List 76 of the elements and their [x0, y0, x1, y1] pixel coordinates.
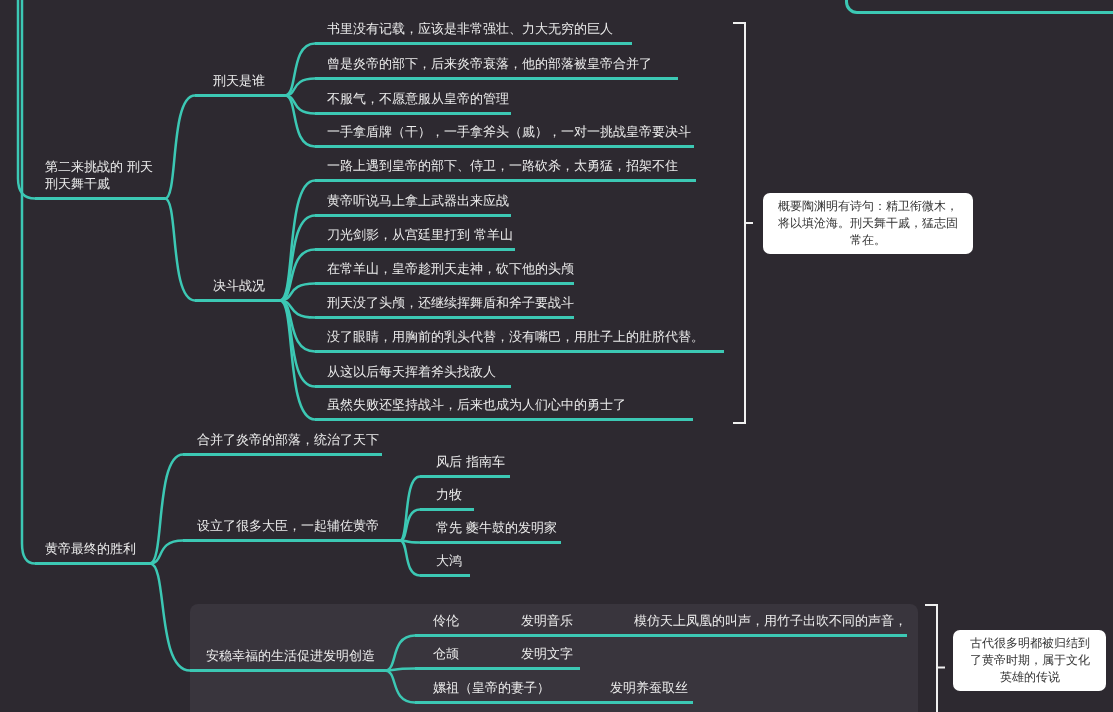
topic-label: 模仿天上凤凰的叫声，用竹子出吹不同的声音， — [634, 612, 907, 629]
topic-branch — [420, 456, 510, 478]
topic-branch — [315, 331, 724, 353]
branch-line — [284, 77, 316, 97]
topic-label: 嫘祖（皇帝的妻子） — [433, 679, 550, 696]
branch-line — [399, 508, 421, 542]
topic-label: 黄帝听说马上拿上武器出来应战 — [327, 192, 509, 209]
topic-label: 没了眼睛，用胸前的乳头代替，没有嘴巴，用肚子上的肚脐代替。 — [327, 328, 704, 345]
topic-label: 刑天没了头颅，还继续挥舞盾和斧子要战斗 — [327, 294, 574, 311]
topic-label: 曾是炎帝的部下，后来炎帝衰落，他的部落被皇帝合并了 — [327, 55, 652, 72]
topic-label: 刑天是谁 — [213, 72, 265, 89]
summary-note: 概要陶渊明有诗句：精卫衔微木，将以填沧海。刑天舞干戚，猛志固常在。 — [763, 193, 973, 254]
topic-label: 仓颉 — [433, 645, 459, 662]
topic-branch — [183, 520, 400, 542]
branch-line — [149, 562, 191, 672]
topic-label: 发明文字 — [521, 645, 573, 662]
topic-branch — [315, 366, 511, 388]
topic-branch — [420, 555, 470, 577]
topic-branch — [315, 23, 632, 45]
branch-line — [399, 539, 421, 577]
topic-label: 书里没有记载，应该是非常强壮、力大无穷的巨人 — [327, 20, 613, 37]
topic-label: 刀光剑影，从宫廷里打到 常羊山 — [327, 226, 513, 243]
topic-label: 黄帝最终的胜利 — [45, 540, 136, 557]
topic-branch — [190, 650, 385, 672]
topic-label: 大鸿 — [436, 552, 462, 569]
topic-label: 决斗战况 — [213, 277, 265, 294]
topic-branch — [415, 682, 693, 704]
topic-label: 力牧 — [436, 486, 462, 503]
topic-branch — [315, 263, 574, 285]
branch-line — [279, 299, 316, 421]
topic-label: 安稳幸福的生活促进发明创造 — [206, 647, 375, 664]
topic-label: 一手拿盾牌（干），一手拿斧头（戚），一对一挑战皇帝要决斗 — [327, 123, 691, 140]
topic-branch — [415, 615, 907, 637]
topic-label: 不服气，不愿意服从皇帝的管理 — [327, 90, 509, 107]
topic-label: 设立了很多大臣，一起辅佐黄帝 — [197, 517, 379, 534]
topic-branch — [315, 195, 511, 217]
topic-branch — [315, 58, 678, 80]
branch-line — [284, 94, 316, 115]
branch-line — [149, 453, 184, 565]
branch-line — [16, 0, 36, 200]
topic-branch — [315, 160, 696, 182]
topic-label: 发明音乐 — [521, 612, 573, 629]
topic-branch — [315, 229, 515, 251]
topic-label: 常先 夔牛鼓的发明家 — [436, 519, 557, 536]
branch-line — [284, 42, 316, 97]
branch-line — [164, 197, 196, 302]
topic-branch — [35, 158, 165, 200]
topic-branch — [315, 126, 694, 148]
topic-label: 在常羊山，皇帝趁刑天走神，砍下他的头颅 — [327, 260, 574, 277]
topic-label: 发明养蚕取丝 — [610, 679, 688, 696]
topic-branch — [195, 75, 285, 97]
topic-label: 一路上遇到皇帝的部下、侍卫，一路砍杀，太勇猛，招架不住 — [327, 157, 678, 174]
topic-branch — [315, 93, 511, 115]
group-panel — [190, 604, 918, 712]
branch-line — [279, 248, 316, 302]
topic-branch — [35, 543, 150, 565]
topic-label: 从这以后每天挥着斧头找敌人 — [327, 363, 496, 380]
branch-line — [149, 539, 184, 565]
topic-label: 伶伦 — [433, 612, 459, 629]
topic-branch — [183, 434, 382, 456]
branch-line — [279, 299, 316, 353]
topic-branch — [420, 489, 474, 511]
topic-label: 虽然失败还坚持战斗，后来也成为人们心中的勇士了 — [327, 396, 626, 413]
branch-line — [284, 94, 316, 148]
topic-label: 第二来挑战的 刑天刑天舞干戚 — [45, 158, 153, 192]
topic-branch — [420, 522, 561, 544]
topic-label: 合并了炎帝的部落，统治了天下 — [197, 431, 379, 448]
branch-line — [385, 667, 415, 672]
summary-note: 古代很多明都被归结到了黄帝时期，属于文化英雄的传说 — [953, 630, 1106, 691]
topic-branch — [415, 648, 580, 670]
topic-label: 风后 指南车 — [436, 453, 505, 470]
topic-branch — [195, 280, 280, 302]
branch-line — [384, 669, 416, 704]
branch-line — [164, 94, 196, 200]
topic-branch — [315, 297, 574, 319]
topic-branch — [315, 399, 693, 421]
